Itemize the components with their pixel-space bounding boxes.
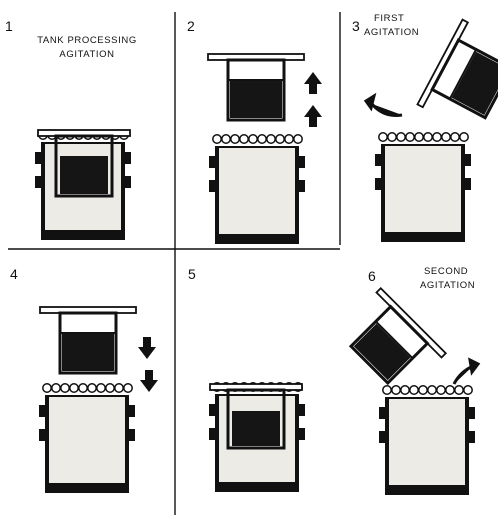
tank-4 (38, 383, 136, 494)
up-arrow-icon-2 (304, 105, 322, 127)
panel-2-number: 2 (187, 18, 195, 34)
down-arrow-icon (138, 337, 156, 359)
panel-4-number: 4 (10, 266, 18, 282)
panel-6-caption-line1: SECOND (424, 266, 469, 277)
panel-5-number: 5 (188, 266, 196, 282)
curved-arrow-left-icon (363, 92, 403, 117)
film-1 (60, 156, 108, 194)
panel-6-illustration (335, 286, 481, 496)
panel-6-number: 6 (368, 268, 376, 284)
panel-3-illustration (363, 18, 498, 243)
film-5 (232, 411, 280, 446)
down-arrow-icon-2 (140, 370, 158, 392)
panel-1-caption-line1: TANK PROCESSING (37, 35, 137, 46)
panel-2-illustration (206, 52, 322, 245)
curved-arrow-right-icon (452, 357, 481, 385)
tank-2 (208, 134, 306, 245)
panel-1-illustration (34, 129, 132, 241)
panel-3-caption-line1: FIRST (374, 13, 405, 24)
panel-3-number: 3 (352, 18, 360, 34)
tank-6 (378, 385, 476, 496)
hanger-4 (38, 305, 138, 375)
panel-dividers (8, 12, 341, 515)
panel-1-number: 1 (5, 18, 13, 34)
hanger-6 (335, 286, 448, 399)
panel-6-caption-line2: AGITATION (420, 280, 476, 291)
hanger-2 (206, 52, 306, 122)
panel-1-caption-line2: AGITATION (59, 49, 115, 60)
panel-5-illustration (208, 382, 306, 493)
panel-3-caption-line2: AGITATION (364, 27, 420, 38)
tank-3 (374, 132, 472, 243)
panel-4-illustration (38, 305, 158, 494)
up-arrow-icon (304, 72, 322, 94)
